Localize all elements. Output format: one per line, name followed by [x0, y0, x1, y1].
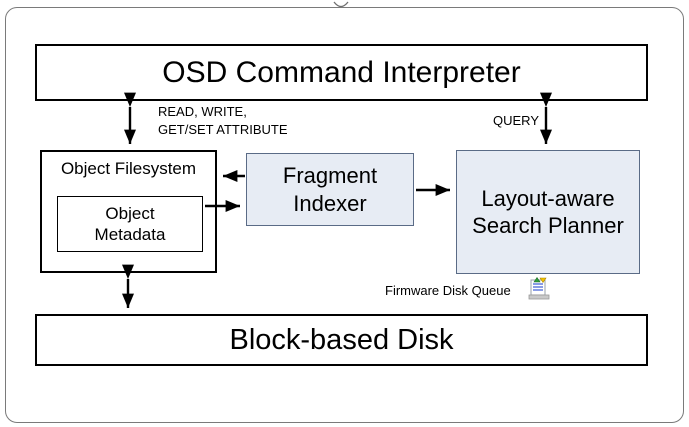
fragment-indexer-box: Fragment Indexer: [246, 153, 414, 226]
top-decoration: [333, 1, 349, 8]
osd-command-interpreter-box: OSD Command Interpreter: [35, 44, 648, 101]
block-based-disk-box: Block-based Disk: [35, 314, 648, 366]
object-metadata-label: Object Metadata: [94, 203, 166, 244]
firmware-disk-queue-label: Firmware Disk Queue: [385, 283, 511, 298]
query-label: QUERY: [493, 113, 539, 128]
object-metadata-box: Object Metadata: [57, 196, 203, 252]
read-write-label-line2: GET/SET ATTRIBUTE: [158, 122, 288, 137]
firmware-disk-queue-icon: [528, 276, 550, 300]
fragment-indexer-label: Fragment Indexer: [282, 163, 378, 216]
search-planner-label: Layout-aware Search Planner: [472, 185, 624, 239]
read-write-label-line1: READ, WRITE,: [158, 104, 247, 119]
osd-command-interpreter-label: OSD Command Interpreter: [162, 55, 521, 89]
search-planner-box: Layout-aware Search Planner: [456, 150, 640, 274]
object-filesystem-label: Object Filesystem: [60, 159, 197, 178]
block-based-disk-label: Block-based Disk: [229, 323, 454, 356]
